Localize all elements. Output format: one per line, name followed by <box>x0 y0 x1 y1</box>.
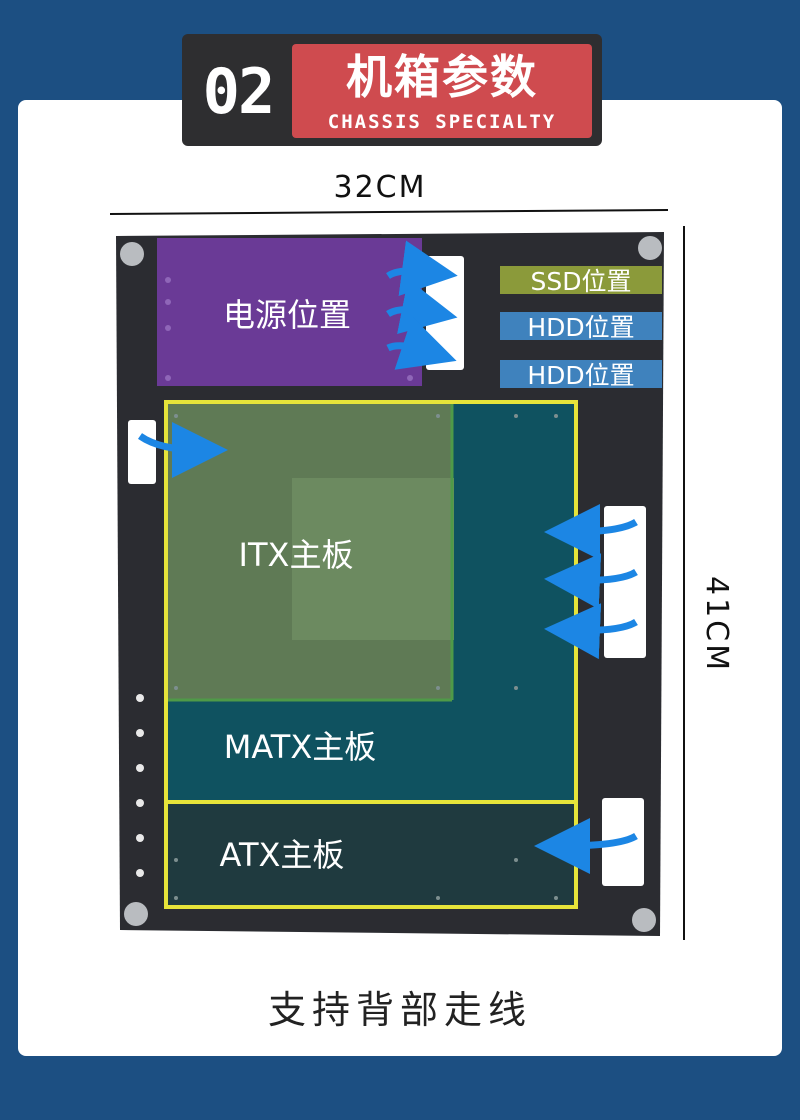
arrow-icon <box>137 421 228 478</box>
drive-bay-tab <box>426 256 464 370</box>
title-english: CHASSIS SPECIALTY <box>327 111 557 133</box>
arrow-icon <box>386 316 457 370</box>
itx-label: ITX主板 <box>239 536 354 574</box>
section-number: 02 <box>202 55 276 128</box>
hdd-zone-2 <box>500 360 662 388</box>
screw-icon <box>632 908 656 932</box>
footer-caption: 支持背部走线 <box>267 988 532 1032</box>
ssd-label: SSD位置 <box>531 267 632 296</box>
right-grommet <box>604 506 646 658</box>
arrow-icon <box>544 553 638 610</box>
title-panel <box>292 44 592 138</box>
arrow-icon <box>544 603 638 660</box>
arrow-icon <box>386 279 458 334</box>
itx-cpu-area <box>292 478 454 640</box>
title-chinese: 机箱参数 <box>346 50 538 104</box>
arrow-icon <box>534 817 638 874</box>
hdd-label-1: HDD位置 <box>527 313 634 342</box>
width-dimension-line <box>109 209 669 215</box>
psu-label: 电源位置 <box>223 296 351 334</box>
screw-icon <box>120 242 144 266</box>
screw-icon <box>124 902 148 926</box>
width-dimension-label: 32CM <box>333 170 427 205</box>
height-dimension-label: 41CM <box>699 576 734 674</box>
hdd-zone-1 <box>500 312 662 340</box>
left-grommet <box>128 420 156 484</box>
hdd-label-2: HDD位置 <box>527 361 634 390</box>
ssd-zone <box>500 266 662 294</box>
arrow-icon <box>544 503 638 560</box>
arrow-icon <box>386 240 458 297</box>
atx-label: ATX主板 <box>220 836 345 874</box>
matx-label: MATX主板 <box>224 728 377 766</box>
screw-icon <box>638 236 662 260</box>
psu-zone <box>157 238 422 386</box>
